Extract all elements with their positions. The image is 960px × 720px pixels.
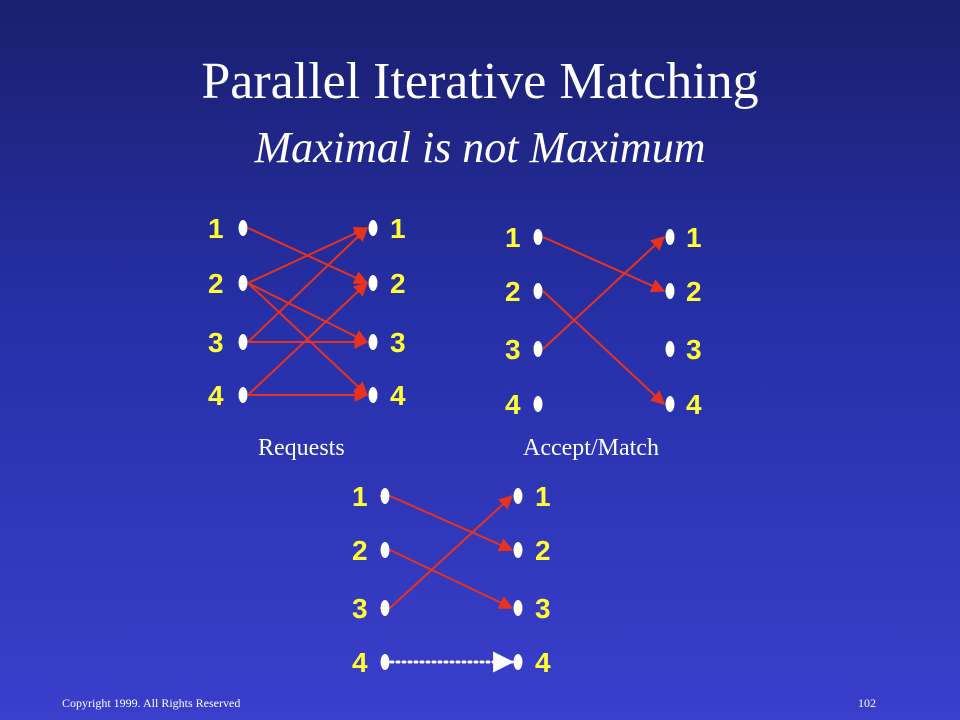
requests-input-label-3: 3 bbox=[208, 327, 224, 358]
final-match-edge-3-to-1 bbox=[389, 495, 514, 609]
panel-requests: 1 2 3 4 1 2 3 4 bbox=[208, 213, 406, 411]
final-match-input-node-3 bbox=[380, 600, 390, 616]
slide-title: Parallel Iterative Matching bbox=[201, 53, 759, 110]
final-match-input-label-4: 4 bbox=[352, 647, 368, 678]
final-match-output-node-3 bbox=[513, 600, 523, 616]
requests-output-node-4 bbox=[368, 387, 378, 403]
accept-match-output-node-4 bbox=[665, 396, 675, 412]
final-match-input-label-2: 2 bbox=[352, 535, 368, 566]
requests-input-label-1: 1 bbox=[208, 213, 224, 244]
requests-output-label-1: 1 bbox=[390, 213, 406, 244]
accept-match-input-node-3 bbox=[533, 341, 543, 357]
final-match-output-label-2: 2 bbox=[535, 535, 551, 566]
accept-match-edge-2-to-4 bbox=[542, 290, 666, 405]
requests-output-node-2 bbox=[368, 275, 378, 291]
accept-match-output-label-2: 2 bbox=[686, 276, 702, 307]
final-match-output-label-4: 4 bbox=[535, 647, 551, 678]
requests-input-label-2: 2 bbox=[208, 268, 224, 299]
final-match-input-node-4 bbox=[380, 654, 390, 670]
accept-match-output-label-3: 3 bbox=[686, 334, 702, 365]
accept-match-caption: Accept/Match bbox=[523, 435, 659, 461]
requests-edge-2-to-1 bbox=[247, 226, 369, 284]
accept-match-input-label-1: 1 bbox=[505, 222, 521, 253]
final-match-input-node-1 bbox=[380, 488, 390, 504]
final-match-input-label-1: 1 bbox=[352, 481, 368, 512]
final-match-input-node-2 bbox=[380, 542, 390, 558]
final-match-output-node-4 bbox=[513, 654, 523, 670]
requests-caption: Requests bbox=[258, 435, 345, 461]
page-number: 102 bbox=[858, 696, 876, 710]
requests-output-node-1 bbox=[368, 220, 378, 236]
slide-subtitle: Maximal is not Maximum bbox=[254, 123, 706, 172]
requests-input-label-4: 4 bbox=[208, 380, 224, 411]
final-match-edge-1-to-2 bbox=[389, 495, 514, 552]
requests-input-node-2 bbox=[238, 275, 248, 291]
final-match-input-label-3: 3 bbox=[352, 593, 368, 624]
accept-match-input-label-4: 4 bbox=[505, 389, 521, 420]
requests-output-label-4: 4 bbox=[390, 380, 406, 411]
requests-output-label-3: 3 bbox=[390, 327, 406, 358]
requests-input-node-3 bbox=[238, 334, 248, 350]
accept-match-input-label-3: 3 bbox=[505, 334, 521, 365]
panel-final-match: 1 2 3 4 1 2 3 4 bbox=[352, 481, 551, 678]
accept-match-input-node-1 bbox=[533, 229, 543, 245]
final-match-output-node-1 bbox=[513, 488, 523, 504]
accept-match-edge-1-to-2 bbox=[542, 236, 666, 293]
accept-match-input-label-2: 2 bbox=[505, 276, 521, 307]
final-match-output-node-2 bbox=[513, 542, 523, 558]
requests-output-node-3 bbox=[368, 334, 378, 350]
accept-match-input-node-4 bbox=[533, 396, 543, 412]
requests-edge-3-to-1 bbox=[247, 227, 369, 343]
final-match-edge-2-to-3 bbox=[389, 549, 514, 609]
accept-match-edge-3-to-1 bbox=[542, 236, 666, 350]
accept-match-output-node-1 bbox=[665, 229, 675, 245]
accept-match-output-label-4: 4 bbox=[686, 389, 702, 420]
accept-match-input-node-2 bbox=[533, 283, 543, 299]
requests-edge-4-to-2 bbox=[247, 282, 369, 396]
requests-input-node-4 bbox=[238, 387, 248, 403]
panel-accept-match: 1 2 3 4 1 2 3 4 bbox=[505, 222, 702, 420]
requests-output-label-2: 2 bbox=[390, 268, 406, 299]
final-match-output-label-3: 3 bbox=[535, 593, 551, 624]
final-match-output-label-1: 1 bbox=[535, 481, 551, 512]
requests-edge-2-to-3 bbox=[247, 282, 369, 343]
accept-match-output-label-1: 1 bbox=[686, 222, 702, 253]
requests-input-node-1 bbox=[238, 220, 248, 236]
copyright-footer: Copyright 1999. All Rights Reserved bbox=[62, 696, 241, 710]
accept-match-output-node-3 bbox=[665, 341, 675, 357]
accept-match-output-node-2 bbox=[665, 283, 675, 299]
